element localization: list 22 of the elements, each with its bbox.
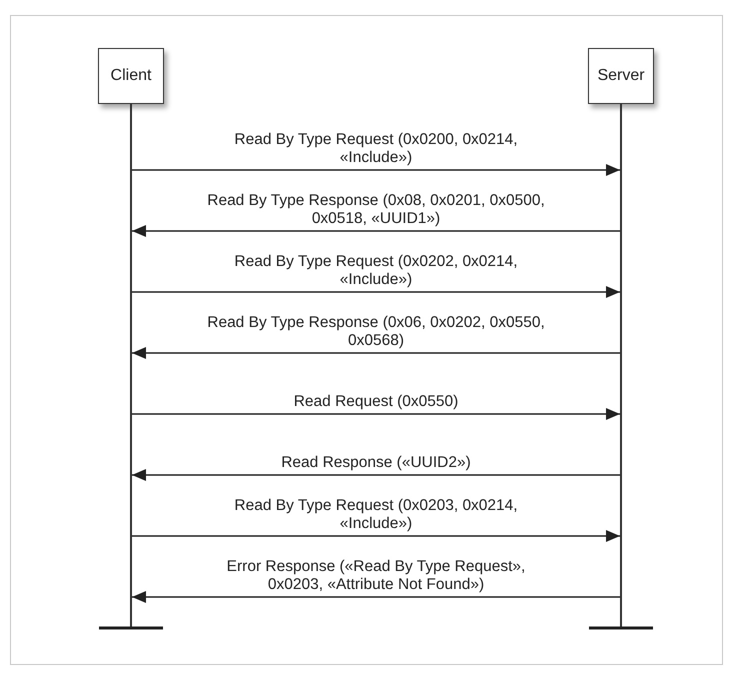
message-label: Error Response («Read By Type Request», 0x0203, «Attribute Not Found») bbox=[226, 558, 526, 594]
message-arrow bbox=[132, 591, 620, 603]
participant-box bbox=[588, 48, 654, 104]
message-arrow bbox=[132, 286, 620, 298]
message-label: Read By Type Request (0x0203, 0x0214, «Include») bbox=[233, 497, 519, 533]
message-label: Read By Type Request (0x0202, 0x0214, «Include») bbox=[233, 253, 519, 289]
message-arrow bbox=[132, 408, 620, 420]
participant-name: Client bbox=[110, 67, 152, 85]
lifeline bbox=[620, 104, 622, 627]
message-label: Read Request (0x0550) bbox=[292, 393, 460, 411]
participant-box bbox=[98, 48, 164, 104]
message-arrow bbox=[132, 225, 620, 237]
participant-name: Server bbox=[597, 67, 645, 85]
lifeline bbox=[130, 104, 132, 627]
message-label: Read By Type Request (0x0200, 0x0214, «Include») bbox=[233, 131, 519, 167]
message-label: Read By Type Response (0x08, 0x0201, 0x0500, 0x0518, «UUID1») bbox=[206, 192, 546, 228]
message-arrow bbox=[132, 469, 620, 481]
message-label: Read Response («UUID2») bbox=[280, 454, 472, 472]
message-arrow bbox=[132, 347, 620, 359]
message-arrow bbox=[132, 530, 620, 542]
message-arrow bbox=[132, 164, 620, 176]
message-label: Read By Type Response (0x06, 0x0202, 0x0550, 0x0568) bbox=[206, 314, 546, 350]
